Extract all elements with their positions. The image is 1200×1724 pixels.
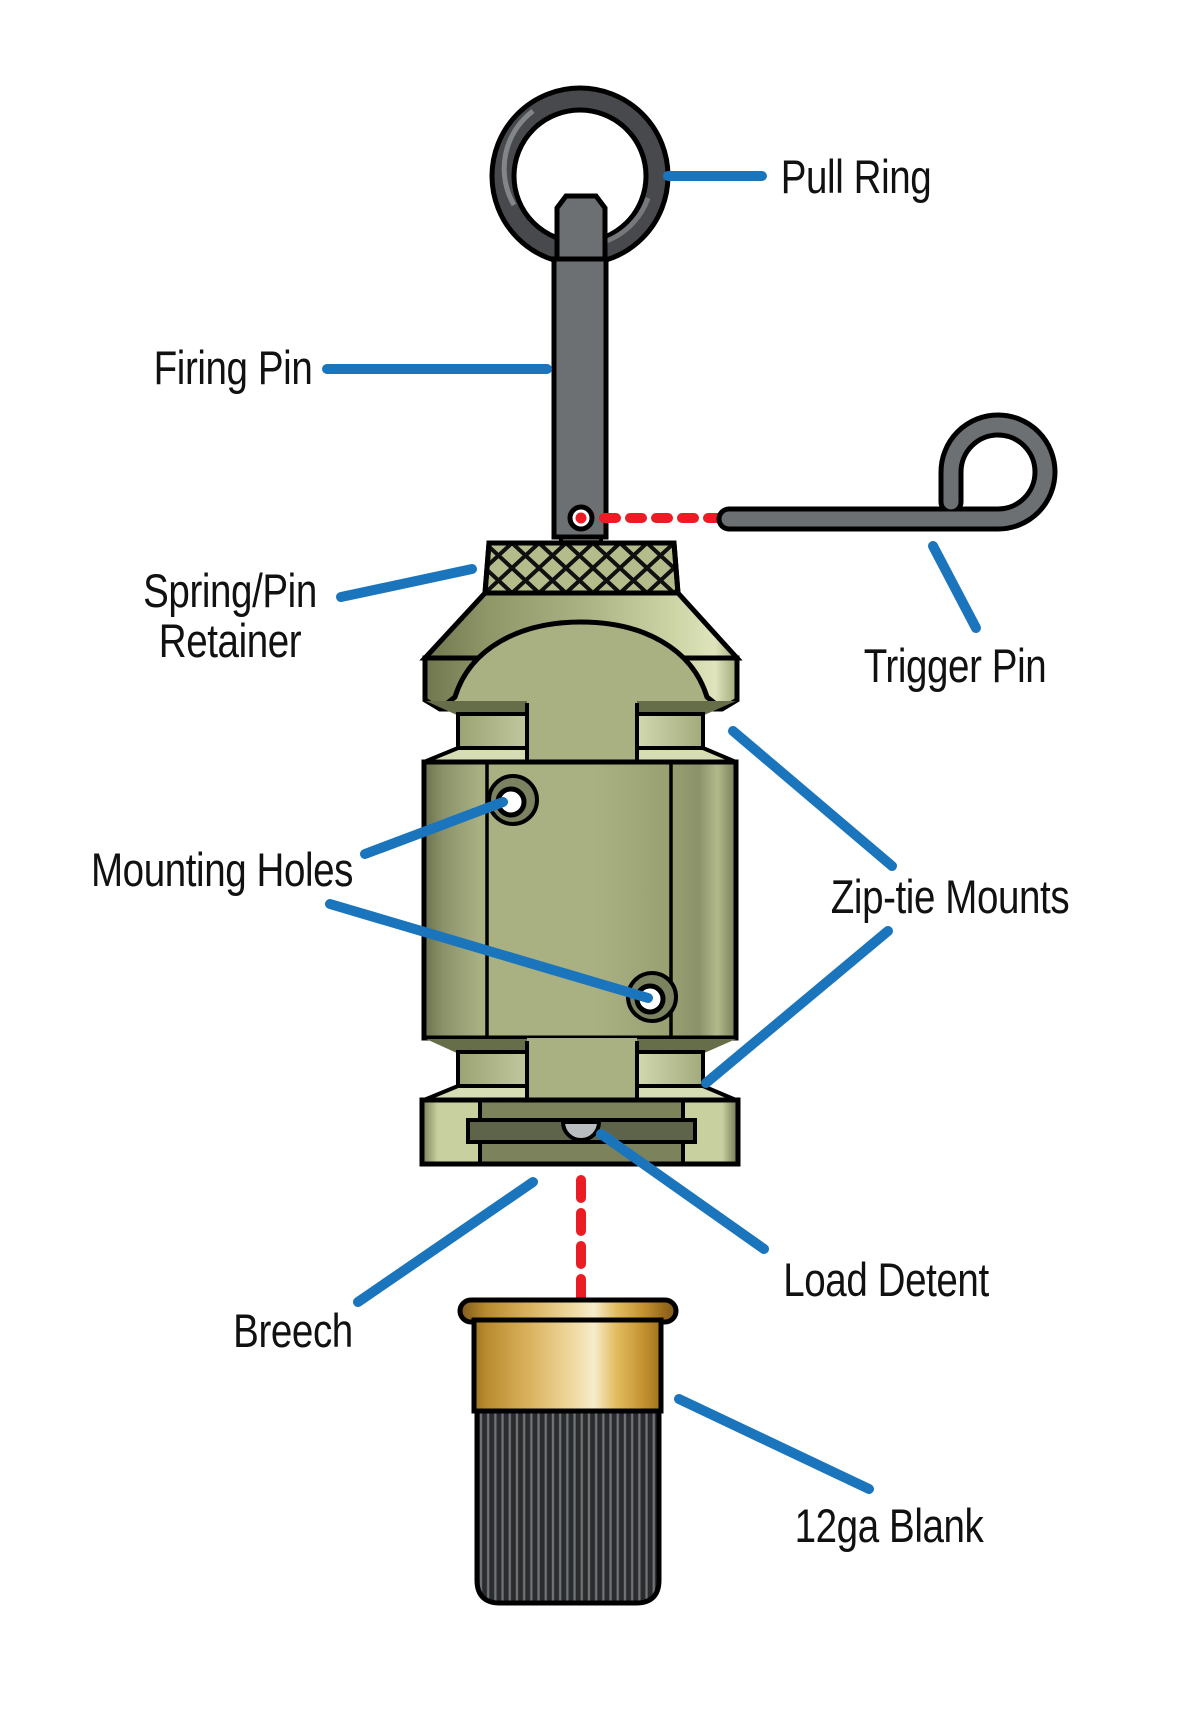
leader-breech: [353, 1177, 538, 1307]
label-trigger-pin: Trigger Pin: [863, 639, 1047, 692]
label-mounting-holes: Mounting Holes: [90, 843, 354, 896]
leader-mounting-hole-lower: [325, 899, 653, 1003]
trigger-pin-hole-marker: [575, 512, 587, 524]
label-load-detent: Load Detent: [783, 1253, 989, 1306]
leader-zip-tie-lower: [701, 926, 893, 1088]
leader-mounting-hole-upper: [360, 797, 508, 859]
leader-load-detent: [596, 1129, 769, 1254]
shell-hull: [474, 1408, 662, 1606]
shell-brass-head: [471, 1317, 664, 1414]
device-body: [419, 540, 743, 1167]
label-shell: 12ga Blank: [794, 1499, 984, 1552]
load-detent: [560, 1120, 602, 1142]
label-firing-pin: Firing Pin: [153, 341, 313, 394]
label-pull-ring: Pull Ring: [780, 150, 932, 203]
breech: [419, 1097, 741, 1167]
firing-pin: [551, 193, 609, 548]
leader-spring-pin-retainer: [336, 564, 477, 602]
trigger-pin: [716, 412, 1058, 532]
shotgun-shell: [457, 1297, 679, 1606]
label-breech: Breech: [233, 1304, 353, 1357]
label-zip-tie-mounts: Zip-tie Mounts: [830, 870, 1070, 923]
mounting-hole-upper: [487, 774, 539, 826]
leader-zip-tie-upper: [728, 726, 897, 871]
label-spring-pin-retainer: Spring/Pin Retainer: [143, 564, 317, 667]
spring-pin-retainer: [482, 540, 681, 596]
leader-shell: [674, 1394, 874, 1494]
leader-trigger-pin: [928, 541, 981, 633]
